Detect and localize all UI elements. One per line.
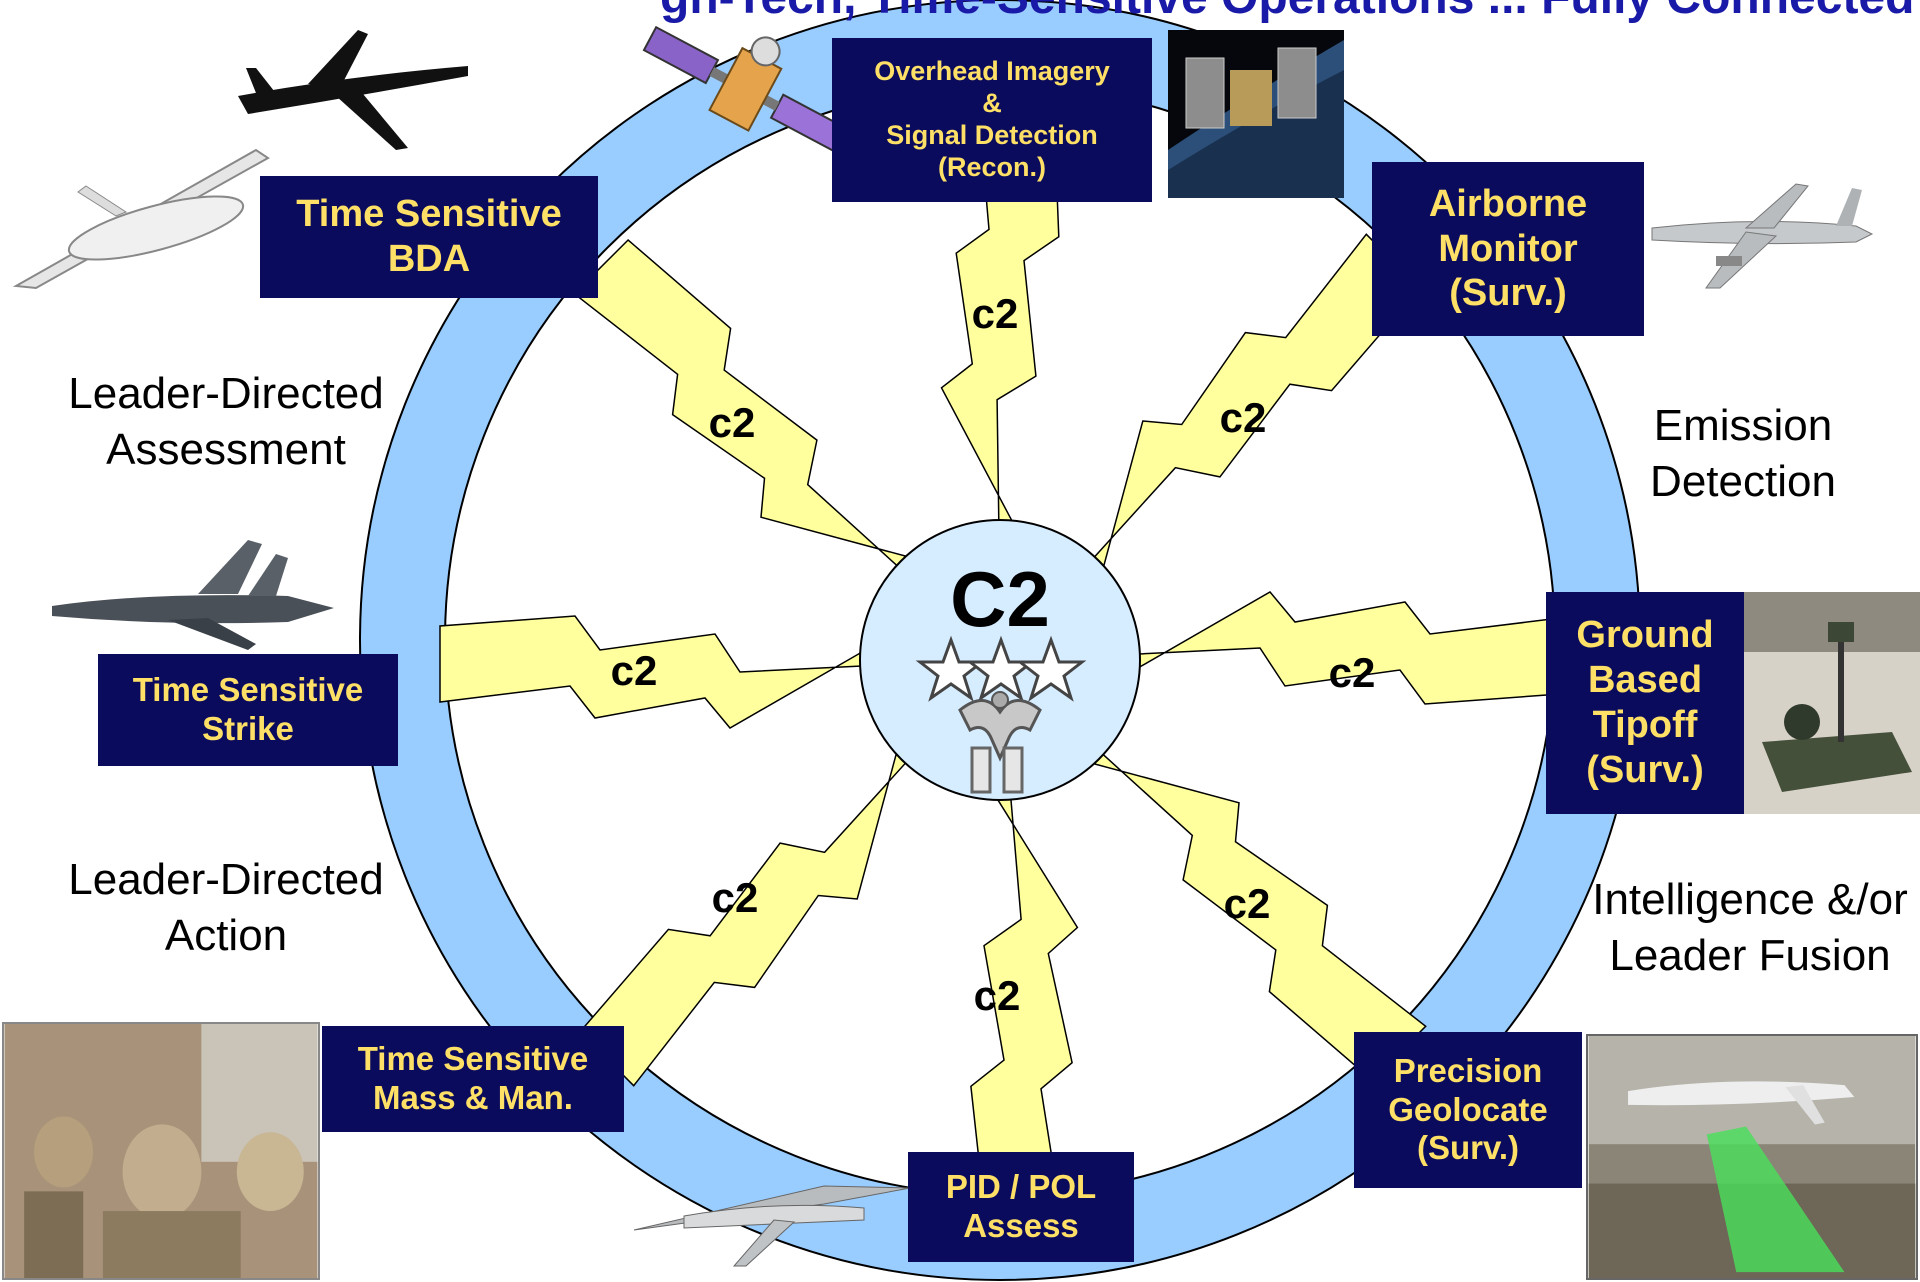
precision-line-1: Precision: [1393, 1051, 1543, 1089]
action-line-2: Action: [164, 911, 288, 960]
c2-link-label-bottom-left: c2: [712, 874, 759, 921]
uav-targeting-photo: [1586, 1034, 1918, 1280]
precision-geolocate-box: Precision Geolocate (Surv.): [1354, 1032, 1582, 1188]
c2-link-label-bottom-right: c2: [1224, 880, 1271, 927]
emission-detection-label: Emission Detection: [1616, 398, 1870, 510]
overhead-line-4: (Recon.): [938, 151, 1046, 182]
action-line-1: Leader-Directed: [68, 855, 384, 904]
ground-sensor-photo: [1742, 592, 1920, 814]
center-label: C2: [950, 555, 1050, 643]
mass-line-1: Time Sensitive: [357, 1040, 589, 1078]
ground-based-tipoff-box: Ground Based Tipoff (Surv.): [1546, 592, 1744, 814]
bda-line-2: BDA: [387, 238, 471, 280]
title-fragment: gh-Tech, Time-Sensitive Operations ... F…: [660, 0, 1914, 25]
airborne-monitor-box: Airborne Monitor (Surv.): [1372, 162, 1644, 336]
c2-link-label-top: c2: [972, 290, 1019, 337]
c2-link-label-left: c2: [611, 647, 658, 694]
pid-line-2: Assess: [963, 1207, 1079, 1244]
c2-link-label-bottom: c2: [974, 972, 1021, 1019]
assessment-line-2: Assessment: [106, 425, 346, 474]
rc135-aircraft-icon: [1651, 183, 1874, 289]
overhead-line-3: Signal Detection: [886, 120, 1098, 150]
ground-line-3: Tipoff: [1592, 704, 1698, 746]
strike-line-2: Strike: [202, 710, 294, 747]
airborne-line-2: Monitor: [1438, 227, 1578, 270]
airborne-line-1: Airborne: [1428, 182, 1588, 225]
time-sensitive-bda-box: Time Sensitive BDA: [260, 176, 598, 298]
satellite-icon: [642, 25, 849, 153]
c2-link-label-right: c2: [1329, 649, 1376, 696]
overhead-imagery-box: Overhead Imagery & Signal Detection (Rec…: [832, 38, 1152, 202]
c2-link-bolt-left: [439, 615, 863, 729]
fusion-line-1: Intelligence &/or: [1592, 875, 1908, 924]
strike-line-1: Time Sensitive: [132, 671, 364, 709]
ground-line-2: Based: [1587, 659, 1703, 702]
airborne-line-3: (Surv.): [1449, 272, 1567, 315]
precision-line-2: Geolocate: [1388, 1090, 1548, 1128]
emission-line-2: Detection: [1650, 457, 1836, 506]
global-hawk-uav-icon: [12, 148, 270, 290]
overhead-line-1: Overhead Imagery: [874, 56, 1110, 87]
c2-link-label-top-left: c2: [709, 399, 756, 446]
eagle-insignia-icon: [958, 691, 1042, 762]
pid-line-1: PID / POL: [945, 1168, 1097, 1206]
captain-bars-icon: [970, 746, 1024, 794]
ground-line-4: (Surv.): [1586, 748, 1704, 791]
mass-line-2: Mass & Man.: [373, 1079, 573, 1116]
time-sensitive-strike-box: Time Sensitive Strike: [98, 654, 398, 766]
overhead-line-2: &: [982, 88, 1002, 119]
ground-line-1: Ground: [1576, 614, 1714, 657]
rank-stars-icon: [915, 635, 1087, 702]
c2-link-label-top-right: c2: [1220, 394, 1267, 441]
fighter-jet-icon: [52, 540, 334, 650]
u2-aircraft-icon: [238, 30, 468, 150]
precision-line-3: (Surv.): [1416, 1129, 1520, 1167]
c2-link-bolt-top-right: [1092, 233, 1422, 570]
intelligence-fusion-label: Intelligence &/or Leader Fusion: [1580, 872, 1920, 984]
leader-directed-assessment-label: Leader-Directed Assessment: [36, 366, 416, 478]
bda-line-1: Time Sensitive: [296, 193, 562, 236]
c2-link-bolt-bottom-right: [1090, 752, 1427, 1082]
earth-satellite-photo: [1168, 30, 1344, 198]
assessment-line-1: Leader-Directed: [68, 369, 384, 418]
emission-line-1: Emission: [1653, 401, 1833, 450]
soldiers-photo: [2, 1022, 320, 1280]
leader-directed-action-label: Leader-Directed Action: [36, 852, 416, 964]
fusion-line-2: Leader Fusion: [1609, 931, 1891, 980]
mass-maneuver-box: Time Sensitive Mass & Man.: [322, 1026, 624, 1132]
predator-uav-icon: [633, 1185, 911, 1267]
c2-link-bolt-bottom-left: [578, 750, 908, 1087]
pid-pol-assess-box: PID / POL Assess: [908, 1152, 1134, 1262]
